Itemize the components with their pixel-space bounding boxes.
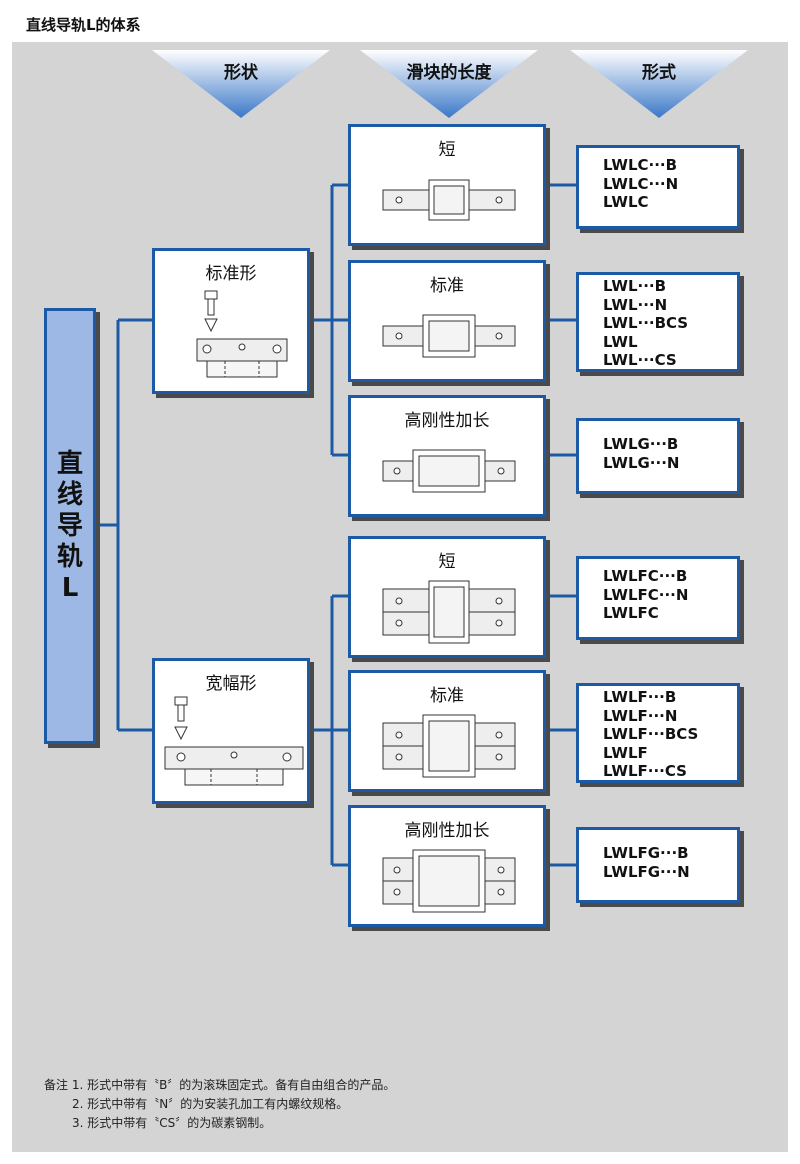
models-box: LWLG···B LWLG···N xyxy=(576,418,740,494)
length-label: 高刚性加长 xyxy=(404,411,490,431)
footnote: 备注 1. 形式中带有〝B〞的为滚珠固定式。备有自由组合的产品。 xyxy=(44,1078,396,1092)
shape-standard-box: 标准形 xyxy=(152,248,310,394)
models-box: LWLFG···B LWLFG···N xyxy=(576,827,740,903)
length-short-box-2: 短 xyxy=(348,536,546,658)
model-code: LWLF···BCS xyxy=(603,725,699,743)
footnote: 2. 形式中带有〝N〞的为安装孔加工有内螺纹规格。 xyxy=(72,1097,349,1111)
standard-block-drawing-icon xyxy=(196,290,288,378)
models-box: LWLC···B LWLC···N LWLC xyxy=(576,145,740,229)
length-long-box-2: 高刚性加长 xyxy=(348,805,546,927)
length-label: 短 xyxy=(438,140,456,160)
model-code: LWLG···B xyxy=(603,435,679,453)
header-length: 滑块的长度 xyxy=(360,50,538,122)
model-code: LWLFC xyxy=(603,604,659,622)
model-code: LWL···B xyxy=(603,277,667,295)
shape-wide-label: 宽幅形 xyxy=(205,674,257,694)
length-standard-box-1: 标准 xyxy=(348,260,546,382)
length-standard-box-2: 标准 xyxy=(348,670,546,792)
header-type: 形式 xyxy=(570,50,748,122)
shape-wide-box: 宽幅形 xyxy=(152,658,310,804)
root-node: 直线导轨L xyxy=(44,308,96,744)
root-label: 直线导轨L xyxy=(57,449,84,603)
wide-long-block-top-view-icon xyxy=(382,849,516,913)
header-length-label: 滑块的长度 xyxy=(406,63,492,83)
model-code: LWLF···N xyxy=(603,706,678,725)
length-long-box-1: 高刚性加长 xyxy=(348,395,546,517)
shape-standard-label: 标准形 xyxy=(205,264,257,284)
header-arrow-icon xyxy=(152,50,330,118)
length-label: 短 xyxy=(438,552,456,572)
model-code: LWLC xyxy=(603,193,649,211)
header-shape-label: 形状 xyxy=(224,63,258,83)
header-arrow-icon xyxy=(570,50,748,118)
model-code: LWL···N xyxy=(603,295,668,314)
wide-block-drawing-icon xyxy=(164,696,304,786)
length-label: 标准 xyxy=(430,686,464,706)
model-code: LWLC···B xyxy=(603,156,678,174)
models-box: LWL···B LWL···N LWL···BCS LWL LWL···CS xyxy=(576,272,740,372)
models-box: LWLFC···B LWLFC···N LWLFC xyxy=(576,556,740,640)
model-code: LWLG···N xyxy=(603,453,680,472)
header-arrow-icon xyxy=(360,50,538,118)
model-code: LWLFC···B xyxy=(603,567,688,585)
model-code: LWL···CS xyxy=(603,351,677,369)
footnote: 3. 形式中带有〝CS〞的为碳素钢制。 xyxy=(72,1116,272,1130)
models-box: LWLF···B LWLF···N LWLF···BCS LWLF LWLF··… xyxy=(576,683,740,783)
wide-standard-block-top-view-icon xyxy=(382,714,516,778)
model-code: LWL···BCS xyxy=(603,314,689,332)
long-block-top-view-icon xyxy=(382,449,516,493)
model-code: LWLC···N xyxy=(603,174,679,193)
page-title: 直线导轨L的体系 xyxy=(26,16,141,34)
model-code: LWLF xyxy=(603,743,648,762)
standard-block-top-view-icon xyxy=(382,314,516,358)
wide-short-block-top-view-icon xyxy=(382,580,516,644)
header-type-label: 形式 xyxy=(642,63,676,83)
footnotes: 备注 1. 形式中带有〝B〞的为滚珠固定式。备有自由组合的产品。 2. 形式中带… xyxy=(44,1076,395,1133)
length-label: 标准 xyxy=(430,276,464,296)
length-short-box-1: 短 xyxy=(348,124,546,246)
model-code: LWLFG···B xyxy=(603,844,689,862)
length-label: 高刚性加长 xyxy=(404,821,490,841)
header-shape: 形状 xyxy=(152,50,330,122)
model-code: LWLF···B xyxy=(603,688,677,706)
model-code: LWLF···CS xyxy=(603,762,687,780)
model-code: LWLFC···N xyxy=(603,585,689,604)
model-code: LWLFG···N xyxy=(603,862,690,881)
short-block-top-view-icon xyxy=(382,179,516,221)
model-code: LWL xyxy=(603,332,638,351)
